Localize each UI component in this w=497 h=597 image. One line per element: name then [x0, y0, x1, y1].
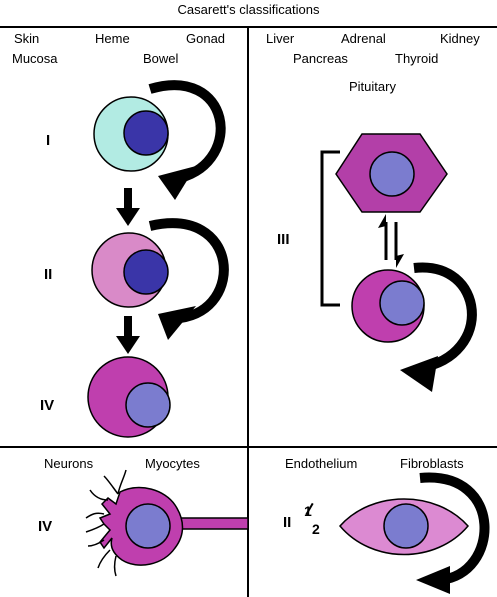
- stage-label-II-half-whole: II: [283, 514, 292, 531]
- arrow-I-to-II: [116, 188, 140, 226]
- tissue-label: Fibroblasts: [400, 456, 464, 471]
- tissue-label: Pituitary: [349, 79, 396, 94]
- cell-stage-I: [93, 96, 169, 172]
- arrow-II-to-IV: [116, 316, 140, 354]
- stage-label-IV: IV: [40, 397, 55, 414]
- stage-label-IV-bottom: IV: [38, 518, 53, 535]
- frame-lines: [0, 26, 497, 597]
- cell-stage-III: [351, 269, 425, 343]
- stage-label-fraction-denominator: 2: [312, 521, 320, 537]
- tissue-label: Pancreas: [293, 51, 348, 66]
- tissue-label: Heme: [95, 31, 130, 46]
- tissue-label: Adrenal: [341, 31, 386, 46]
- tissue-label: Endothelium: [285, 456, 358, 471]
- hexagon-cell: [335, 133, 448, 213]
- bracket-III: [320, 150, 340, 307]
- self-renewal-arrow-III: [400, 262, 477, 392]
- tissue-label: Bowel: [143, 51, 179, 66]
- stage-label-II: II: [44, 266, 53, 283]
- tissue-label: Neurons: [44, 456, 94, 471]
- cell-stage-II: [91, 232, 169, 308]
- neuron-cell: [85, 469, 249, 577]
- diagram-title: Casarett's classifications: [177, 2, 320, 17]
- self-renewal-arrow-II-half: [416, 472, 490, 594]
- stage-label-III: III: [277, 231, 290, 248]
- equilibrium-arrows: [378, 214, 404, 268]
- self-renewal-arrow-I: [148, 80, 226, 200]
- self-renewal-arrow-II: [148, 218, 229, 340]
- tissue-label: Liver: [266, 31, 295, 46]
- tissue-label: Myocytes: [145, 456, 200, 471]
- fibroblast-cell: [339, 498, 469, 556]
- tissue-label: Gonad: [186, 31, 226, 46]
- tissue-label: Mucosa: [12, 51, 58, 66]
- tissue-label: Kidney: [440, 31, 480, 46]
- cell-stage-IV: [87, 356, 171, 438]
- tissue-label: Thyroid: [395, 51, 439, 66]
- stage-label-I: I: [46, 132, 51, 149]
- tissue-label: Skin: [14, 31, 40, 46]
